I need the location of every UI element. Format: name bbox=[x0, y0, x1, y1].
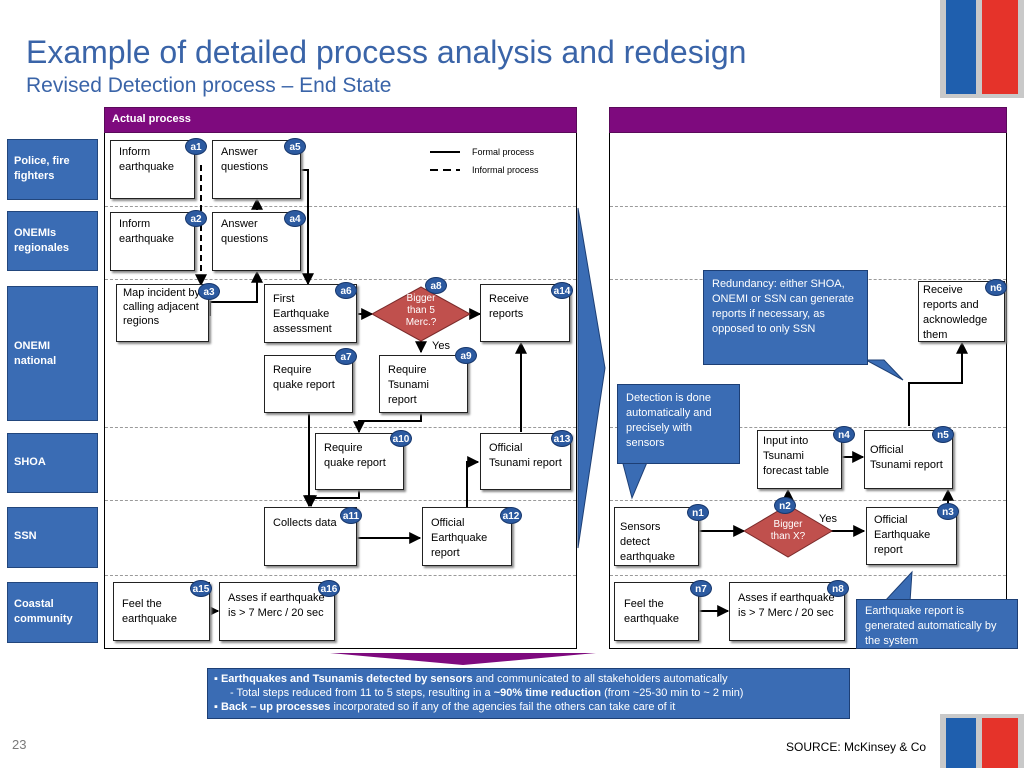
connector-a9-a10 bbox=[353, 413, 422, 434]
flag-logo-top bbox=[940, 0, 1024, 98]
lane-separator bbox=[105, 427, 576, 428]
lane-separator bbox=[610, 206, 1006, 207]
decision-diamond-n2 bbox=[743, 504, 833, 558]
badge-n5: n5 bbox=[932, 426, 954, 443]
step-a4: Answer questions bbox=[212, 212, 301, 271]
badge-n4: n4 bbox=[833, 426, 855, 443]
connector-a10-a11 bbox=[305, 490, 360, 508]
badge-a4: a4 bbox=[284, 210, 306, 227]
callout-detection: Detection is done automatically and prec… bbox=[617, 384, 740, 464]
page-title: Example of detailed process analysis and… bbox=[26, 34, 747, 70]
badge-a5: a5 bbox=[284, 138, 306, 155]
badge-a9: a9 bbox=[455, 347, 477, 364]
connector-a5-a6 bbox=[300, 169, 314, 286]
badge-a2: a2 bbox=[185, 210, 207, 227]
yes-label-n2: Yes bbox=[819, 513, 837, 525]
badge-a10: a10 bbox=[390, 430, 412, 447]
lane-coastal-community: Coastal community bbox=[7, 582, 98, 643]
lane-separator bbox=[105, 575, 576, 576]
step-a3: Map incident by calling adjacent regions bbox=[116, 284, 209, 342]
bullet-mark: ▪ bbox=[214, 673, 221, 685]
badge-n7: n7 bbox=[690, 580, 712, 597]
lane-separator bbox=[105, 206, 576, 207]
callout-tail-redundancy bbox=[865, 359, 904, 381]
summary-arrow bbox=[330, 653, 596, 665]
summary-b1-line2-pre: - Total steps reduced from 11 to 5 steps… bbox=[230, 687, 494, 699]
badge-a6: a6 bbox=[335, 282, 357, 299]
actual-process-header: Actual process bbox=[104, 107, 577, 133]
badge-n3: n3 bbox=[937, 503, 959, 520]
summary-b2-bold: Back – up processes bbox=[220, 701, 331, 713]
decision-label-a8: Bigger than 5 Merc.? bbox=[405, 293, 437, 328]
badge-a16: a16 bbox=[318, 580, 340, 597]
badge-a15: a15 bbox=[190, 580, 212, 597]
lane-separator bbox=[610, 500, 1006, 501]
connector-a3-a4 bbox=[209, 270, 263, 316]
callout-tail-detection bbox=[621, 459, 649, 500]
callout-redundancy: Redundancy: either SHOA, ONEMI or SSN ca… bbox=[703, 270, 868, 365]
lane-separator bbox=[105, 279, 576, 280]
summary-box: ▪ Earthquakes and Tsunamis detected by s… bbox=[207, 668, 850, 719]
badge-a3: a3 bbox=[198, 283, 220, 300]
legend-formal-label: Formal process bbox=[472, 147, 535, 157]
step-n8: Asses if earthquake is > 7 Merc / 20 sec bbox=[729, 582, 845, 641]
summary-b2-rest: incorporated so if any of the agencies f… bbox=[330, 701, 676, 713]
lane-onemi-national: ONEMI national bbox=[7, 286, 98, 421]
summary-b1-bold: Earthquakes and Tsunamis detected by sen… bbox=[220, 673, 473, 685]
lane-police: Police, fire fighters bbox=[7, 139, 98, 200]
bullet-mark: ▪ bbox=[214, 701, 221, 713]
page-subtitle: Revised Detection process – End State bbox=[26, 74, 392, 97]
summary-b1-line2-bold: ~90% time reduction bbox=[493, 687, 602, 699]
decision-diamond-a8 bbox=[370, 286, 472, 342]
badge-a11: a11 bbox=[340, 507, 362, 524]
lane-shoa: SHOA bbox=[7, 433, 98, 493]
badge-n1: n1 bbox=[687, 504, 709, 521]
callout-auto-report: Earthquake report is generated automatic… bbox=[856, 599, 1018, 649]
badge-a12: a12 bbox=[500, 507, 522, 524]
summary-b1-line2-post: (from ~25-30 min to ~ 2 min) bbox=[601, 687, 744, 699]
step-n4: Input into Tsunami forecast table bbox=[757, 430, 842, 489]
step-a2: Inform earthquake bbox=[110, 212, 195, 271]
summary-bullet-1-detail: - Total steps reduced from 11 to 5 steps… bbox=[214, 686, 843, 700]
badge-a1: a1 bbox=[185, 138, 207, 155]
badge-n2: n2 bbox=[774, 497, 796, 514]
badge-a14: a14 bbox=[551, 282, 573, 299]
transition-arrow bbox=[577, 207, 606, 549]
step-a1: Inform earthquake bbox=[110, 140, 195, 199]
source-note: SOURCE: McKinsey & Co bbox=[786, 740, 927, 754]
lane-ssn: SSN bbox=[7, 507, 98, 568]
page-number: 23 bbox=[12, 737, 27, 752]
lane-separator bbox=[105, 500, 576, 501]
flag-logo-bottom bbox=[940, 714, 1024, 768]
badge-a7: a7 bbox=[335, 348, 357, 365]
summary-bullet-2: ▪ Back – up processes incorporated so if… bbox=[214, 700, 843, 714]
step-a7: Require quake report bbox=[264, 355, 353, 413]
decision-label-n2: Bigger than X? bbox=[770, 519, 806, 542]
callout-tail-auto-report bbox=[882, 570, 913, 603]
step-a12: Official Earthquake report bbox=[422, 507, 512, 566]
connector-n5-n6 bbox=[908, 341, 968, 426]
step-a16: Asses if earthquake is > 7 Merc / 20 sec bbox=[219, 582, 335, 641]
summary-bullet-1: ▪ Earthquakes and Tsunamis detected by s… bbox=[214, 672, 843, 686]
step-n5: Official Tsunami report bbox=[864, 430, 953, 489]
step-n7: Feel the earthquake bbox=[614, 582, 699, 641]
badge-a8: a8 bbox=[425, 277, 447, 294]
step-a10: Require quake report bbox=[315, 433, 404, 490]
legend-informal-label: Informal process bbox=[472, 165, 539, 175]
badge-n8: n8 bbox=[827, 580, 849, 597]
badge-n6: n6 bbox=[985, 279, 1007, 296]
lane-onemis-regionales: ONEMIs regionales bbox=[7, 211, 98, 271]
yes-label-a8: Yes bbox=[432, 340, 450, 352]
step-n1: Sensors detect earthquake bbox=[614, 507, 699, 566]
lane-separator bbox=[610, 575, 1006, 576]
step-a9: Require Tsunami report bbox=[379, 355, 468, 413]
badge-a13: a13 bbox=[551, 430, 573, 447]
summary-b1-rest: and communicated to all stakeholders aut… bbox=[472, 673, 728, 685]
end-state-header bbox=[609, 107, 1007, 133]
lane-separator bbox=[610, 427, 1006, 428]
connector-a12-a13 bbox=[466, 456, 480, 507]
